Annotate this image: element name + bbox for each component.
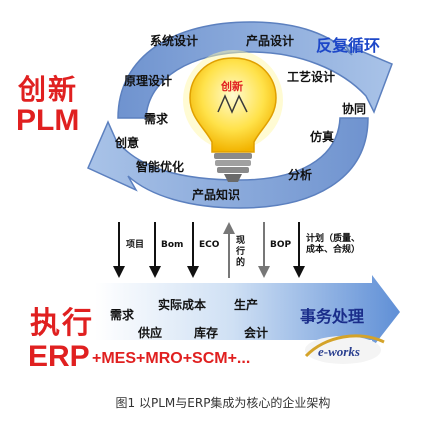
exec-demand: 需求 [110, 308, 135, 322]
flow-label-project: 项目 [126, 240, 145, 250]
step-process-design: 工艺设计 [287, 70, 336, 84]
step-principle-design: 原理设计 [124, 74, 173, 88]
cycle-ring-bottom-arrow [87, 117, 369, 209]
exec-inventory: 库存 [194, 326, 219, 340]
eworks-logo-icon [304, 334, 385, 364]
flow-label-current: 现行的 [236, 236, 246, 268]
eworks-logo-text: e-works [318, 344, 360, 359]
exec-accounting: 会计 [244, 326, 269, 340]
step-product-design: 产品设计 [246, 34, 295, 48]
erp-label-chinese: 执行 [30, 306, 94, 341]
erp-label: ERP [28, 340, 90, 373]
flow-arrows [113, 222, 305, 278]
erp-extensions: +MES+MRO+SCM+... [92, 350, 251, 367]
step-collaboration: 协同 [342, 102, 367, 116]
idea-bulb-icon [183, 50, 283, 182]
exec-production: 生产 [234, 298, 259, 312]
step-simulation: 仿真 [310, 130, 335, 144]
exec-actual-cost: 实际成本 [158, 298, 207, 312]
cycle-title: 反复循环 [316, 36, 381, 55]
step-system-design: 系统设计 [150, 34, 199, 48]
step-product-knowledge: 产品知识 [192, 188, 241, 202]
step-analysis: 分析 [288, 168, 313, 182]
exec-supply: 供应 [138, 326, 163, 340]
flow-label-eco: ECO [199, 240, 220, 250]
step-intelligent-optimization: 智能优化 [136, 160, 185, 174]
plm-label-chinese: 创新 [18, 73, 79, 106]
step-requirements: 需求 [144, 112, 169, 126]
figure-caption: 图1 以PLM与ERP集成为核心的企业架构 [115, 396, 331, 410]
flow-label-bop: BOP [270, 240, 292, 250]
flow-label-bom: Bom [161, 240, 184, 250]
flow-label-plan: 计划（质量、成本、合规） [306, 234, 361, 255]
execution-bar-arrow [95, 275, 400, 348]
exec-title: 事务处理 [300, 307, 365, 326]
bulb-label: 创新 [221, 80, 243, 93]
step-creativity: 创意 [115, 136, 140, 150]
cycle-ring-top-arrow [117, 21, 393, 119]
plm-label: PLM [16, 104, 80, 137]
